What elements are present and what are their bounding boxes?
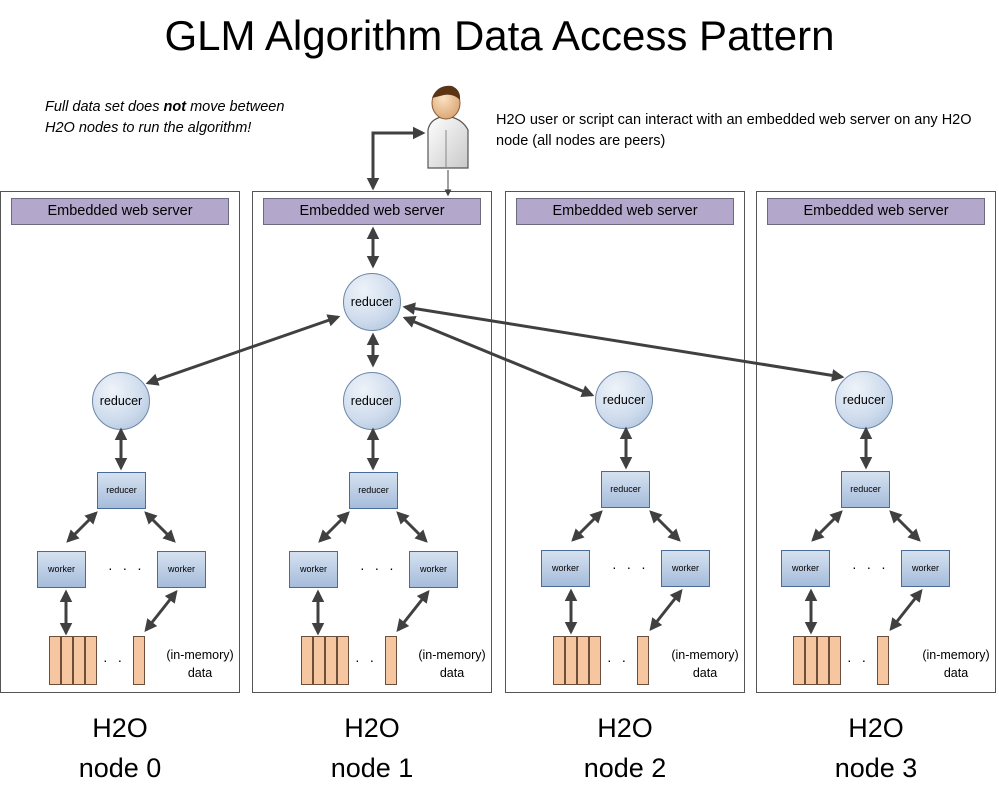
data-chunk bbox=[589, 636, 601, 685]
local-reducer-box: reducer bbox=[97, 472, 146, 509]
worker-box: worker bbox=[37, 551, 86, 588]
node-label-name: H2O bbox=[92, 713, 148, 743]
diagram-title: GLM Algorithm Data Access Pattern bbox=[164, 12, 835, 59]
node-label-3: H2O node 3 bbox=[756, 708, 996, 788]
data-label-line1: (in-memory) bbox=[922, 648, 990, 662]
worker-box: worker bbox=[541, 550, 590, 587]
user-interaction-note: H2O user or script can interact with an … bbox=[496, 112, 972, 149]
data-chunk bbox=[637, 636, 649, 685]
worker-box: worker bbox=[157, 551, 206, 588]
data-chunk bbox=[385, 636, 397, 685]
data-chunk bbox=[49, 636, 61, 685]
data-chunk bbox=[337, 636, 349, 685]
node-reducer-circle: reducer bbox=[595, 371, 653, 429]
h2o-node-0: Embedded web server reducer reducer work… bbox=[0, 191, 240, 693]
data-label-line1: (in-memory) bbox=[166, 648, 234, 662]
data-chunk bbox=[829, 636, 841, 685]
note-text-end: move between H2O nodes to run the algori… bbox=[45, 99, 285, 136]
node-label-id: node 3 bbox=[834, 753, 918, 783]
data-chunk bbox=[553, 636, 565, 685]
data-chunk bbox=[325, 636, 337, 685]
ellipsis: · · · bbox=[612, 559, 649, 575]
data-label-line1: (in-memory) bbox=[671, 648, 739, 662]
node-reducer-circle: reducer bbox=[92, 372, 150, 430]
ellipsis: · · · bbox=[360, 560, 397, 576]
ellipsis: · · · bbox=[108, 560, 145, 576]
data-chunk bbox=[577, 636, 589, 685]
node-label-id: node 2 bbox=[583, 753, 667, 783]
worker-box: worker bbox=[781, 550, 830, 587]
embedded-web-server-bar[interactable]: Embedded web server bbox=[516, 198, 734, 225]
local-reducer-box: reducer bbox=[349, 472, 398, 509]
data-chunk bbox=[565, 636, 577, 685]
in-memory-data-label: (in-memory) data bbox=[664, 646, 746, 682]
embedded-web-server-bar[interactable]: Embedded web server bbox=[767, 198, 985, 225]
worker-box: worker bbox=[289, 551, 338, 588]
h2o-node-1: Embedded web server reducer reducer redu… bbox=[252, 191, 492, 693]
node-label-name: H2O bbox=[344, 713, 400, 743]
embedded-web-server-bar[interactable]: Embedded web server bbox=[263, 198, 481, 225]
data-chunk bbox=[313, 636, 325, 685]
data-chunk bbox=[85, 636, 97, 685]
data-label-line2: data bbox=[692, 666, 718, 680]
ellipsis: · · · bbox=[355, 652, 392, 668]
in-memory-data-label: (in-memory) data bbox=[159, 646, 241, 682]
node-label-id: node 1 bbox=[330, 753, 414, 783]
data-chunk bbox=[805, 636, 817, 685]
data-label-line1: (in-memory) bbox=[418, 648, 486, 662]
data-chunk bbox=[61, 636, 73, 685]
node-label-2: H2O node 2 bbox=[505, 708, 745, 788]
worker-box: worker bbox=[901, 550, 950, 587]
data-chunk bbox=[73, 636, 85, 685]
node-reducer-circle: reducer bbox=[835, 371, 893, 429]
embedded-web-server-bar[interactable]: Embedded web server bbox=[11, 198, 229, 225]
data-label-line2: data bbox=[943, 666, 969, 680]
ellipsis: · · · bbox=[847, 652, 884, 668]
data-movement-note: Full data set does not move between H2O … bbox=[45, 97, 285, 139]
data-chunk bbox=[301, 636, 313, 685]
node-label-name: H2O bbox=[848, 713, 904, 743]
note-text-bold: not bbox=[163, 99, 187, 115]
h2o-node-2: Embedded web server reducer reducer work… bbox=[505, 191, 745, 693]
data-chunk bbox=[793, 636, 805, 685]
data-chunk bbox=[877, 636, 889, 685]
node-label-0: H2O node 0 bbox=[0, 708, 240, 788]
node-label-id: node 0 bbox=[78, 753, 162, 783]
ellipsis: · · · bbox=[103, 652, 140, 668]
local-reducer-box: reducer bbox=[601, 471, 650, 508]
data-chunk bbox=[817, 636, 829, 685]
node-label-name: H2O bbox=[597, 713, 653, 743]
in-memory-data-label: (in-memory) data bbox=[915, 646, 997, 682]
node-label-1: H2O node 1 bbox=[252, 708, 492, 788]
worker-box: worker bbox=[409, 551, 458, 588]
note-text-start: Full data set does bbox=[45, 99, 164, 115]
ellipsis: · · · bbox=[607, 652, 644, 668]
local-reducer-box: reducer bbox=[841, 471, 890, 508]
data-label-line2: data bbox=[439, 666, 465, 680]
data-label-line2: data bbox=[187, 666, 213, 680]
data-chunk bbox=[133, 636, 145, 685]
ellipsis: · · · bbox=[852, 559, 889, 575]
node-reducer-circle: reducer bbox=[343, 372, 401, 430]
global-reducer-circle: reducer bbox=[343, 273, 401, 331]
worker-box: worker bbox=[661, 550, 710, 587]
in-memory-data-label: (in-memory) data bbox=[411, 646, 493, 682]
h2o-node-3: Embedded web server reducer reducer work… bbox=[756, 191, 996, 693]
